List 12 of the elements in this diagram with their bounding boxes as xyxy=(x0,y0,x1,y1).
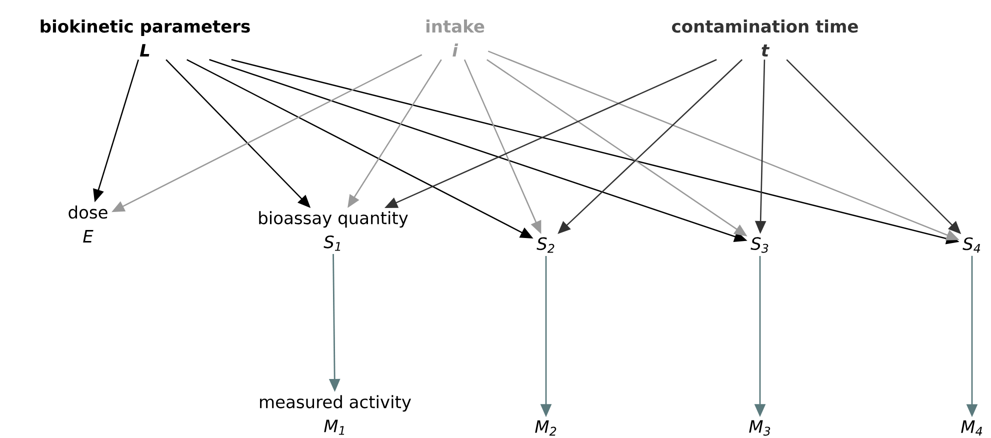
variable-label: M$_{4}$ xyxy=(961,420,982,436)
variable-label: intake i xyxy=(426,20,484,56)
variable-label: contamination time t xyxy=(672,20,858,56)
variable-label: S$_{3}$ xyxy=(750,237,768,253)
variable-label: measured activity M$_{1}$ xyxy=(260,395,411,435)
variable-label: M$_{3}$ xyxy=(749,420,770,436)
variable-label: S$_{4}$ xyxy=(962,237,980,253)
variable-label: biokinetic parameters L xyxy=(40,20,250,56)
variable-label: M$_{2}$ xyxy=(535,420,556,436)
variable-label: S$_{2}$ xyxy=(536,237,554,253)
variable-label: dose E xyxy=(68,206,108,242)
variable-label: bioassay quantity S$_{1}$ xyxy=(259,211,408,251)
